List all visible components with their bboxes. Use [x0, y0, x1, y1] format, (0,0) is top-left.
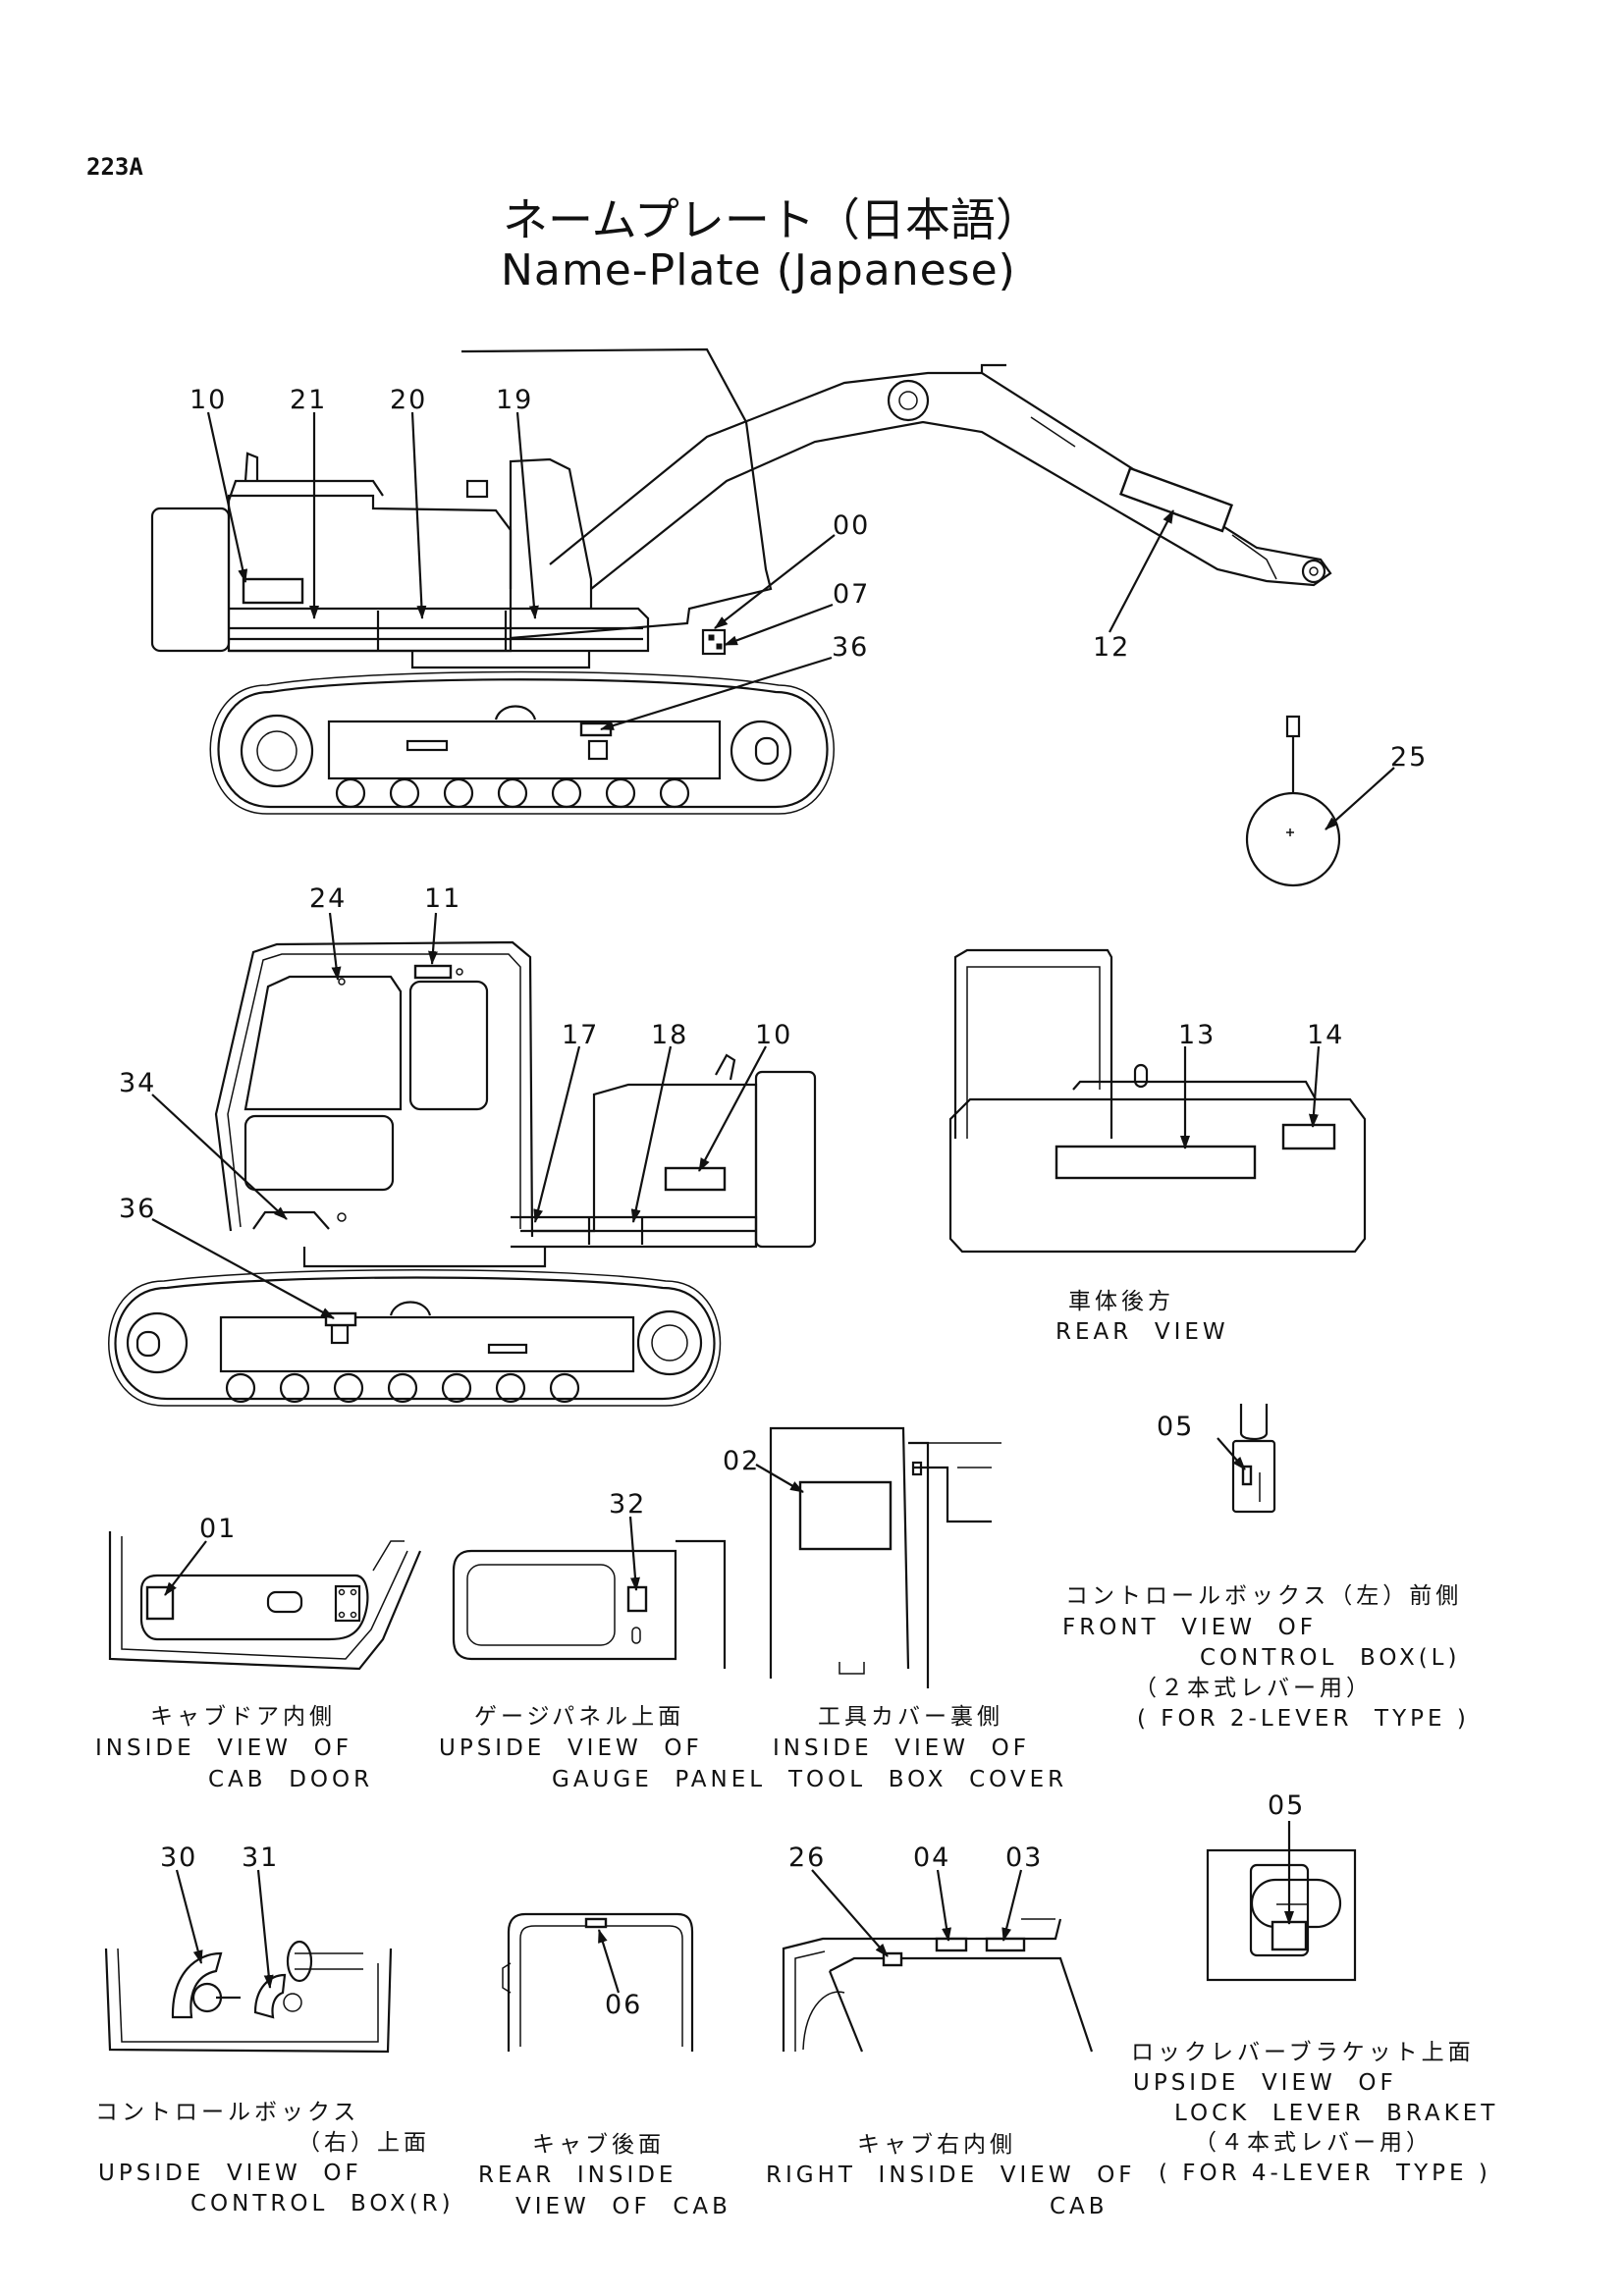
title-english: Name-Plate (Japanese) — [501, 245, 1016, 295]
callout-25: 25 — [1390, 742, 1429, 773]
callout-32: 32 — [609, 1489, 647, 1520]
control-box-l-caption-jp: コントロールボックス（左）前側 — [1065, 1583, 1463, 1609]
tool-box-caption-en-1: INSIDE VIEW OF — [773, 1735, 1030, 1761]
cab-right-caption-en-2: CAB — [1050, 2194, 1109, 2219]
callout-26: 26 — [788, 1842, 827, 1873]
cab-rear-caption-en-2: VIEW OF CAB — [515, 2194, 731, 2219]
cab-right-caption-jp: キャブ右内側 — [857, 2132, 1016, 2158]
callout-03: 03 — [1005, 1842, 1044, 1873]
callout-01: 01 — [199, 1514, 238, 1544]
callout-13: 13 — [1178, 1020, 1217, 1050]
callout-36-cab: 36 — [119, 1194, 157, 1224]
tool-box-caption-jp: 工具カバー裏側 — [818, 1704, 1003, 1730]
callout-20: 20 — [390, 385, 428, 415]
control-box-r-caption-jp-2: （右）上面 — [298, 2130, 430, 2156]
page-code: 223A — [86, 153, 143, 181]
gauge-part-25 — [1245, 715, 1395, 887]
callout-06: 06 — [605, 1990, 643, 2020]
callout-17: 17 — [562, 1020, 600, 1050]
callout-10-cab: 10 — [755, 1020, 793, 1050]
rear-view-caption-jp: 車体後方 — [1068, 1289, 1174, 1314]
control-box-l-caption-jp-2: （２本式レバー用） — [1134, 1676, 1373, 1701]
lock-lever-caption-jp-2: （４本式レバー用） — [1194, 2130, 1433, 2156]
callout-30: 30 — [160, 1842, 198, 1873]
control-box-l-caption-en-1: FRONT VIEW OF — [1062, 1615, 1317, 1640]
callout-07: 07 — [833, 579, 871, 610]
cab-door-caption-en-1: INSIDE VIEW OF — [95, 1735, 352, 1761]
callout-10-side: 10 — [189, 385, 228, 415]
callout-24: 24 — [309, 883, 348, 914]
gauge-panel-drawing — [452, 1516, 727, 1669]
control-box-r-caption-en-1: UPSIDE VIEW OF — [98, 2161, 362, 2186]
callout-05-lock-lever: 05 — [1268, 1790, 1306, 1821]
cab-right-inside-drawing — [782, 1869, 1094, 2053]
callout-31: 31 — [242, 1842, 280, 1873]
control-box-l-caption-en-2: CONTROL BOX(L) — [1200, 1645, 1461, 1671]
cab-view-track-rollers — [225, 1372, 580, 1404]
rear-view — [948, 948, 1367, 1254]
control-box-r-caption-jp-1: コントロールボックス — [95, 2100, 360, 2125]
callout-00: 00 — [833, 510, 871, 541]
rear-view-caption-en: REAR VIEW — [1055, 1319, 1229, 1345]
callout-14: 14 — [1307, 1020, 1345, 1050]
callout-19: 19 — [496, 385, 534, 415]
control-box-l-drawing — [1217, 1404, 1276, 1514]
cab-door-caption-jp: キャブドア内側 — [150, 1704, 336, 1730]
tool-box-caption-en-2: TOOL BOX COVER — [788, 1767, 1068, 1792]
callout-34: 34 — [119, 1068, 157, 1098]
callout-04: 04 — [913, 1842, 951, 1873]
callout-36-side: 36 — [832, 632, 870, 663]
cab-rear-drawing — [502, 1912, 694, 2052]
excavator-side-view — [150, 347, 1332, 815]
cab-rear-caption-jp: キャブ後面 — [532, 2132, 665, 2158]
track-rollers — [335, 777, 690, 809]
cab-rear-caption-en-1: REAR INSIDE — [478, 2163, 677, 2188]
cab-side-view — [108, 912, 817, 1407]
lock-lever-caption-en-1: UPSIDE VIEW OF — [1133, 2070, 1397, 2096]
callout-05-control-box: 05 — [1157, 1412, 1195, 1442]
lock-lever-drawing — [1206, 1821, 1357, 1982]
cab-door-caption-en-2: CAB DOOR — [208, 1767, 374, 1792]
lock-lever-caption-en-3: ( FOR 4-LEVER TYPE ) — [1159, 2161, 1491, 2186]
lock-lever-caption-en-2: LOCK LEVER BRAKET — [1174, 2101, 1499, 2126]
title-japanese: ネームプレート（日本語） — [503, 193, 1041, 246]
gauge-panel-caption-en-1: UPSIDE VIEW OF — [439, 1735, 703, 1761]
callout-18: 18 — [651, 1020, 689, 1050]
callout-02: 02 — [723, 1446, 761, 1476]
gauge-panel-caption-jp: ゲージパネル上面 — [474, 1704, 685, 1730]
cab-door-drawing — [108, 1531, 422, 1671]
callout-11: 11 — [424, 883, 462, 914]
control-box-r-caption-en-2: CONTROL BOX(R) — [190, 2191, 455, 2216]
control-box-l-caption-en-3: ( FOR 2-LEVER TYPE ) — [1137, 1706, 1470, 1732]
callout-12: 12 — [1093, 632, 1131, 663]
callout-21: 21 — [290, 385, 328, 415]
gauge-panel-caption-en-2: GAUGE PANEL — [552, 1767, 767, 1792]
tool-box-cover-drawing — [755, 1426, 1001, 1688]
cab-right-caption-en-1: RIGHT INSIDE VIEW OF — [766, 2163, 1136, 2188]
control-box-r-drawing — [104, 1869, 393, 2054]
lock-lever-caption-jp: ロックレバーブラケット上面 — [1131, 2040, 1475, 2065]
